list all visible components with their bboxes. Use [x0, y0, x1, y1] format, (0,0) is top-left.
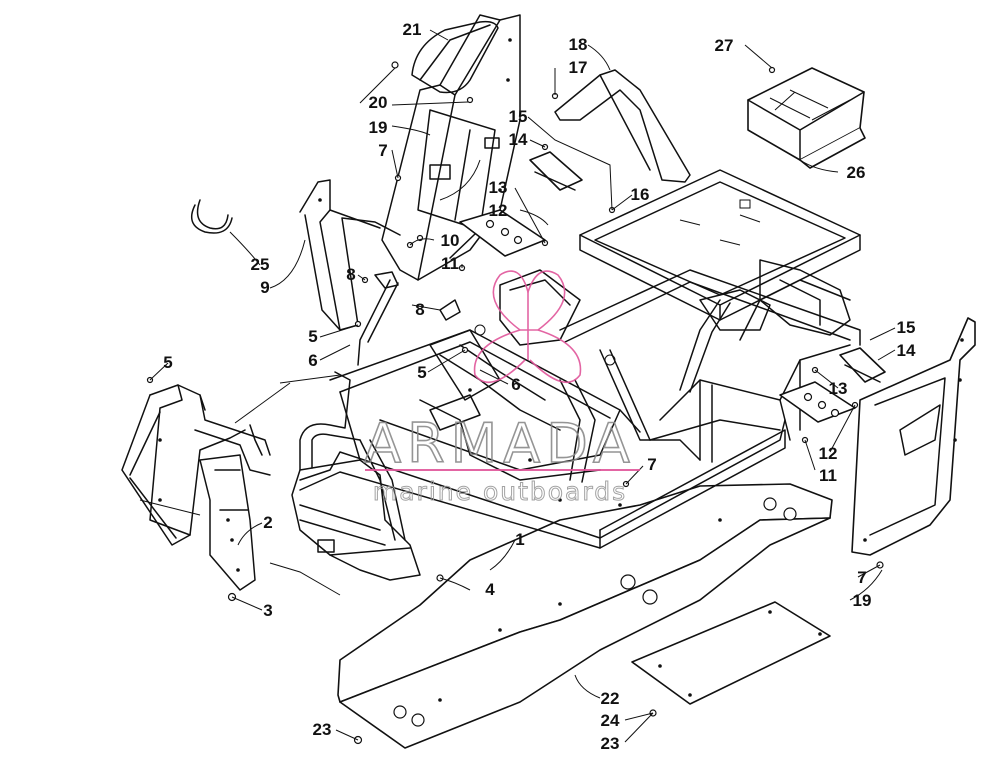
front-bracket-2: [121, 384, 271, 591]
callout-22: 22: [601, 689, 620, 708]
callout-10: 10: [441, 231, 460, 250]
mount-plates-upper: [459, 151, 583, 257]
skid-plate-22: [337, 483, 833, 749]
callout-6-left: 6: [308, 351, 317, 370]
callout-18: 18: [569, 35, 588, 54]
main-frame-1: [291, 169, 861, 581]
seat-bracket-8: [357, 271, 461, 366]
callout-13-upper: 13: [489, 178, 508, 197]
callout-labels: 21 20 19 7 18 17 27 26 15 14 13 12 16 10…: [163, 20, 916, 753]
callout-4: 4: [485, 580, 495, 599]
callout-8-left: 8: [346, 265, 355, 284]
callout-27: 27: [715, 36, 734, 55]
headrest-21: [411, 20, 499, 94]
callout-8-right: 8: [415, 300, 424, 319]
mount-plates-right: [779, 347, 886, 423]
callout-7-center: 7: [647, 455, 656, 474]
callout-5-upper: 5: [308, 327, 317, 346]
grab-handle-18: [554, 69, 691, 183]
callout-2: 2: [263, 513, 272, 532]
callout-11-right: 11: [819, 466, 837, 485]
battery-tray-26: [747, 67, 866, 169]
callout-16: 16: [631, 185, 650, 204]
callout-7-upper: 7: [378, 141, 387, 160]
callout-9: 9: [260, 278, 269, 297]
callout-13-right: 13: [829, 379, 848, 398]
callout-25: 25: [251, 255, 270, 274]
callout-21: 21: [403, 20, 422, 39]
callout-6-center: 6: [511, 375, 520, 394]
leader-lines: [149, 29, 896, 743]
callout-12-upper: 12: [489, 201, 508, 220]
dash-bar-9: [299, 179, 401, 331]
callout-3: 3: [263, 601, 272, 620]
callout-19-upper: 19: [369, 118, 388, 137]
callout-5-center: 5: [417, 363, 426, 382]
rops-panel-right-19: [851, 317, 976, 556]
callout-26: 26: [847, 163, 866, 182]
callout-24: 24: [601, 711, 620, 730]
brand-logo-icon: [473, 270, 582, 384]
callout-15-right: 15: [897, 318, 916, 337]
callout-12-right: 12: [819, 444, 838, 463]
watermark-tagline: marine outboards: [373, 477, 627, 506]
hose-clamp-25: [190, 199, 233, 234]
watermark: ARMADA marine outboards: [363, 270, 640, 507]
callout-14-upper: 14: [509, 130, 528, 149]
callout-23-left: 23: [313, 720, 332, 739]
callout-15-upper: 15: [509, 107, 528, 126]
callout-7-right: 7: [857, 568, 866, 587]
callout-23-right: 23: [601, 734, 620, 753]
watermark-brand: ARMADA: [364, 412, 636, 475]
callout-19-right: 19: [853, 591, 872, 610]
callout-1: 1: [515, 530, 524, 549]
callout-11-upper: 11: [441, 254, 459, 273]
callout-20: 20: [369, 93, 388, 112]
skid-plate-24: [631, 601, 831, 705]
callout-14-right: 14: [897, 341, 916, 360]
callout-5-left: 5: [163, 353, 172, 372]
callout-17: 17: [569, 58, 588, 77]
